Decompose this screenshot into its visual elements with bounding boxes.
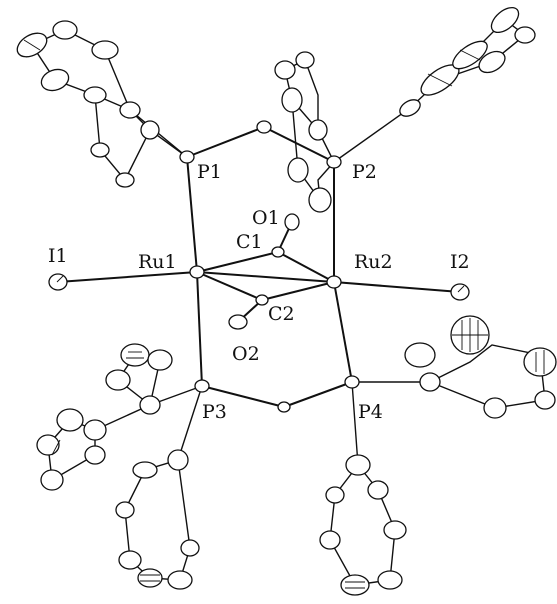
bond-p3-ch2 <box>201 385 285 408</box>
bond-ch2-p4 <box>283 381 353 408</box>
label-o1: O1 <box>252 207 280 229</box>
atom-ru2 <box>326 275 342 289</box>
atom-p4 <box>344 375 360 389</box>
label-i2: I2 <box>450 251 470 273</box>
atom-p3 <box>194 379 210 393</box>
bond-c1-ru2 <box>277 251 335 283</box>
bond-ru1-c2 <box>196 271 263 301</box>
bond-ch2-p2 <box>263 126 335 163</box>
bond-p1-ru1 <box>186 156 198 273</box>
ellipsoid-hatching <box>23 39 545 589</box>
bond-c2-ru2 <box>261 281 335 301</box>
atom-o1 <box>284 213 300 231</box>
bond-ru2-p4 <box>333 281 353 383</box>
label-ru2: Ru2 <box>354 251 393 273</box>
atom-p2 <box>326 155 342 169</box>
label-p4: P4 <box>358 401 383 423</box>
label-p2: P2 <box>352 161 377 183</box>
atom-c2 <box>255 294 269 306</box>
core-bonds <box>57 126 461 408</box>
label-ru1: Ru1 <box>138 251 177 273</box>
ellipsoids <box>16 6 557 596</box>
atom-ch2-bottom <box>277 401 291 413</box>
atom-c1 <box>271 246 285 258</box>
atom-ru1 <box>189 265 205 279</box>
atom-p1 <box>179 150 195 164</box>
label-p3: P3 <box>202 401 227 423</box>
bond-ru1-c1 <box>196 251 279 273</box>
label-i1: I1 <box>48 245 68 267</box>
atom-i2 <box>450 283 470 301</box>
label-c2: C2 <box>268 303 295 325</box>
atom-i1 <box>48 273 68 291</box>
bond-ru2-i2 <box>333 281 461 293</box>
phenyl-p4-a <box>352 344 546 409</box>
atom-labels: P1 P2 P3 P4 Ru1 Ru2 I1 I2 C1 C2 O1 O2 <box>48 161 470 423</box>
bond-ru1-p3 <box>196 271 203 387</box>
phenyl-p1-b <box>94 94 188 182</box>
label-c1: C1 <box>236 231 263 253</box>
bond-p1-ch2 <box>186 126 265 158</box>
bond-ru1-ru2 <box>196 271 335 283</box>
atom-ch2-top <box>256 120 272 134</box>
bond-i1-ru1 <box>57 271 198 283</box>
label-p1: P1 <box>197 161 222 183</box>
label-o2: O2 <box>232 343 260 365</box>
atom-o2 <box>228 314 248 330</box>
